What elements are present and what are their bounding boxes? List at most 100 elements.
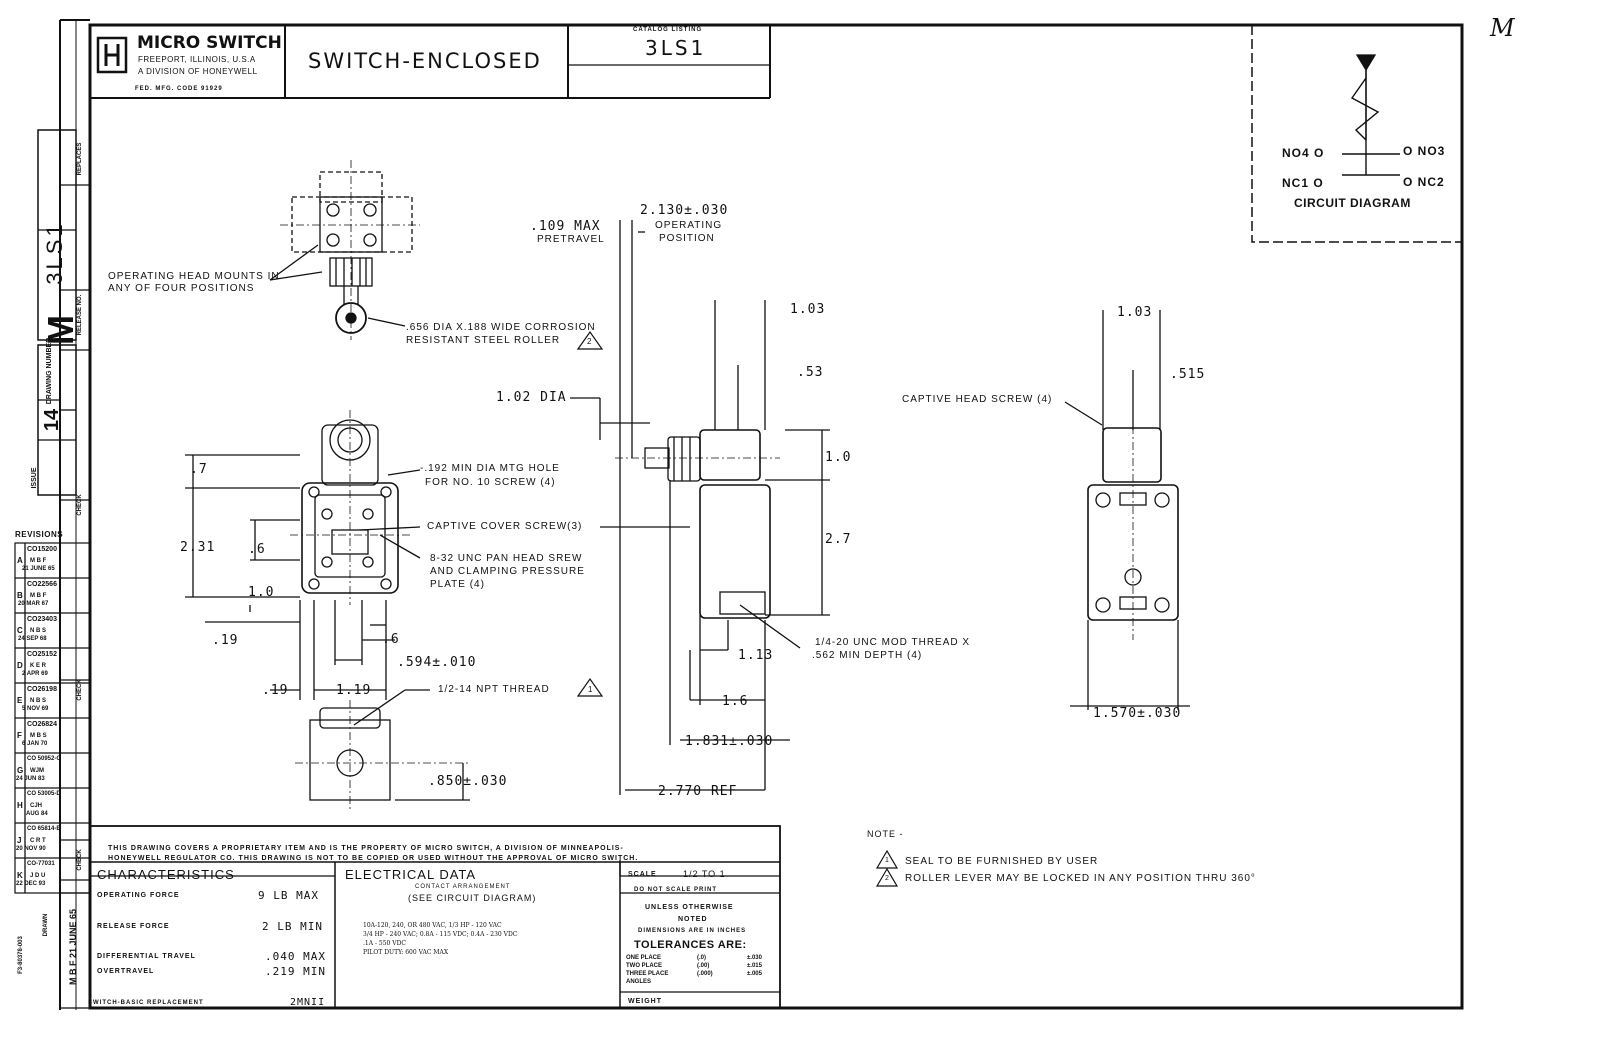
rev-by: M B F — [30, 593, 47, 599]
rev-co: CO 65814-E — [27, 826, 61, 832]
dim-1-02-dia: 1.02 DIA — [496, 390, 567, 405]
honeywell-logo — [96, 36, 128, 74]
replaces-label: REPLACES — [77, 142, 83, 176]
rev-co: CO15200 — [27, 546, 57, 553]
rev-letter: B — [17, 591, 23, 600]
circuit-label: CIRCUIT DIAGRAM — [1294, 196, 1411, 210]
corner-mark: M — [1490, 14, 1516, 42]
char-label: OVERTRAVEL — [97, 968, 155, 975]
rev-date: 6 JAN 70 — [22, 741, 48, 747]
char-label: OPERATING FORCE — [97, 892, 180, 899]
rev-co: CO25152 — [27, 651, 57, 658]
rev-letter: K — [17, 871, 23, 880]
rev-co: CO26824 — [27, 721, 57, 728]
dim-594: .594±.010 — [397, 655, 477, 670]
op-pos-label2: POSITION — [659, 233, 715, 244]
circuit-no4: NO4 O — [1282, 146, 1325, 160]
dim-1-6: 1.6 — [722, 694, 749, 709]
rev-letter: H — [17, 801, 23, 810]
dim-2-7: 2.7 — [825, 532, 852, 547]
tol-format: (.0) — [697, 955, 706, 961]
dim-515: .515 — [1170, 367, 1206, 382]
dim-1-03a: 1.03 — [790, 302, 826, 317]
note-text: SEAL TO BE FURNISHED BY USER — [905, 856, 1099, 867]
roller-line2: RESISTANT STEEL ROLLER — [406, 335, 561, 346]
npt-thread-label: 1/2-14 NPT THREAD — [438, 684, 550, 695]
op-pos-label1: OPERATING — [655, 220, 723, 231]
dim-2-770: 2.770 REF — [658, 784, 738, 799]
scale-label: SCALE — [628, 871, 657, 878]
char-value: 2MNII — [290, 997, 326, 1008]
rev-date: 21 JUNE 65 — [22, 566, 55, 572]
rev-date: 24 SEP 68 — [18, 636, 47, 642]
rev-by: M B F — [30, 558, 47, 564]
rev-co: CO23403 — [27, 616, 57, 623]
roller-line1: .656 DIA X.188 WIDE CORROSION — [406, 322, 596, 333]
rev-letter: D — [17, 661, 23, 670]
char-value: 2 LB MIN — [262, 920, 323, 933]
pan-head-line3: PLATE (4) — [430, 579, 485, 590]
check-label-3: CHECK — [77, 849, 83, 871]
tol-label: ONE PLACE — [626, 955, 662, 961]
electrical-header: ELECTRICAL DATA — [345, 867, 477, 882]
tol-format: (.000) — [697, 971, 713, 977]
cover-screw-label: CAPTIVE COVER SCREW(3) — [427, 521, 583, 532]
company-address-2: A DIVISION OF HONEYWELL — [138, 67, 258, 76]
issue-label: ISSUE — [31, 467, 38, 489]
noted-label: NOTED — [678, 916, 708, 923]
company-address-1: FREEPORT, ILLINOIS, U.S.A — [138, 55, 256, 64]
rev-date: AUG 84 — [26, 811, 48, 817]
rev-co: CO 50952-G — [27, 756, 62, 762]
pan-head-line2: AND CLAMPING PRESSURE — [430, 566, 585, 577]
tol-label: ANGLES — [626, 979, 652, 985]
head-mounts-line1: OPERATING HEAD MOUNTS IN — [108, 271, 280, 282]
dim-1-0b: 1.0 — [825, 450, 852, 465]
dim-19a: .19 — [212, 633, 239, 648]
strip-catalog: 3LS1 — [42, 221, 67, 285]
dim-1-03b: 1.03 — [1117, 305, 1153, 320]
notes-header: NOTE - — [867, 829, 904, 839]
revisions-label: REVISIONS — [15, 530, 64, 539]
tol-label: TWO PLACE — [626, 963, 662, 969]
note-text: ROLLER LEVER MAY BE LOCKED IN ANY POSITI… — [905, 873, 1256, 884]
roller-note-number: 2 — [587, 337, 593, 346]
rev-date: 5 NOV 69 — [22, 706, 49, 712]
char-value: 9 LB MAX — [258, 889, 319, 902]
rev-co: CO 53005-D — [27, 791, 61, 797]
circuit-nc1: NC1 O — [1282, 176, 1324, 190]
form-number: F3-80378-003 — [18, 936, 24, 974]
mfg-code: FED. MFG. CODE 91929 — [135, 86, 223, 92]
check-label-2: CHECK — [77, 679, 83, 701]
rev-co: CO22566 — [27, 581, 57, 588]
rev-letter: F — [17, 731, 22, 740]
inches-label: DIMENSIONS ARE IN INCHES — [638, 928, 747, 934]
tol-label: THREE PLACE — [626, 971, 669, 977]
op-pos-value: 2.130±.030 — [640, 203, 729, 218]
dim-1-13: 1.13 — [738, 648, 774, 663]
rev-by: N B S — [30, 628, 47, 634]
rev-date: 20 MAR 67 — [18, 601, 49, 607]
tol-value: ±.005 — [747, 971, 762, 977]
contact-arrangement-label: CONTACT ARRANGEMENT — [415, 884, 511, 890]
rev-by: K E R — [30, 663, 47, 669]
pretravel-value: .109 MAX — [530, 219, 601, 234]
note-number: 1 — [885, 857, 890, 864]
rev-letter: E — [17, 696, 23, 705]
rating-line: 3/4 HP - 240 VAC; 0.8A - 115 VDC; 0.4A -… — [363, 931, 518, 938]
tol-value: ±.030 — [747, 955, 762, 961]
contact-arrangement-value: (SEE CIRCUIT DIAGRAM) — [408, 893, 537, 903]
mtg-hole-line1: -.192 MIN DIA MTG HOLE — [420, 463, 560, 474]
rating-line: .1A - 550 VDC — [363, 940, 406, 947]
char-label: SWITCH-BASIC REPLACEMENT — [88, 1000, 204, 1006]
rating-line: PILOT DUTY: 600 VAC MAX — [363, 949, 449, 956]
drawing-number-label: DRAWING NUMBER — [46, 337, 53, 405]
drawing-title: SWITCH-ENCLOSED — [308, 49, 542, 73]
npt-note-number: 1 — [588, 685, 594, 694]
dim-850: .850±.030 — [428, 774, 508, 789]
rev-by: J D U — [30, 873, 46, 879]
notice-line2: HONEYWELL REGULATOR CO. THIS DRAWING IS … — [108, 855, 639, 862]
issue-value: 14 — [41, 408, 63, 432]
dim-6a: .6 — [248, 542, 266, 557]
weight-label: WEIGHT — [628, 998, 662, 1005]
